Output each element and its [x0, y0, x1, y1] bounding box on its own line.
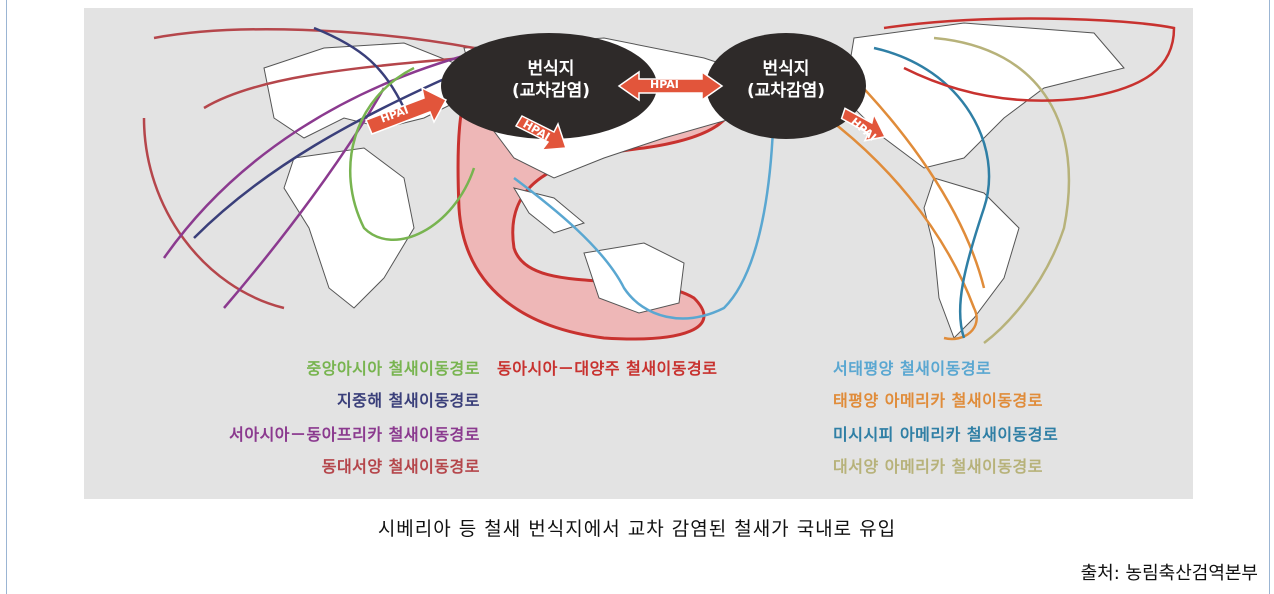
- arctic-flyway-line: [883, 17, 1176, 102]
- legend-central-asia: 중앙아시아 철새이동경로: [306, 359, 480, 378]
- breeding-ground-hub-right: [706, 33, 866, 139]
- east-atlantic-flyway-line: [142, 28, 475, 310]
- central-asia-flyway-line: [349, 66, 476, 241]
- hub-left-line1: 번식지: [527, 59, 575, 79]
- hpai-arrow-europe: [365, 86, 448, 135]
- hub-right-label: 번식지 (교차감염): [716, 58, 856, 102]
- flyway-map: 번식지 (교차감염) 번식지 (교차감염) HPAI HPAI HPAI HPA…: [84, 8, 1193, 499]
- legend-east-asia-australasia: 동아시아－대양주 철새이동경로: [497, 359, 718, 378]
- figure-caption: 시베리아 등 철새 번식지에서 교차 감염된 철새가 국내로 유입: [377, 518, 897, 540]
- world-map-svg: [142, 17, 1176, 344]
- atlantic-americas-flyway-line: [933, 36, 1071, 344]
- legend-mediterranean: 지중해 철새이동경로: [336, 391, 480, 410]
- hpai-arrow-asia: [514, 115, 568, 151]
- west-pacific-flyway-line: [513, 82, 776, 320]
- hub-left-line2: (교차감염): [511, 81, 591, 101]
- legend-mississippi-americas: 미시시피 아메리카 철새이동경로: [833, 425, 1059, 444]
- hub-left-label: 번식지 (교차감염): [476, 58, 626, 102]
- south-america-landmass: [923, 177, 1020, 339]
- europe-landmass: [263, 42, 465, 139]
- legend-pacific-americas: 태평양 아메리카 철새이동경로: [833, 391, 1044, 410]
- frame-right-border: [1269, 0, 1270, 594]
- hpai-double-arrow: [617, 70, 724, 102]
- hub-right-line2: (교차감염): [746, 81, 826, 101]
- legend-east-atlantic: 동대서양 철새이동경로: [321, 457, 480, 476]
- hpai-arrow-americas: [840, 107, 887, 142]
- pacific-americas-flyway-line: [813, 67, 986, 341]
- hpai-label-center: HPAI: [650, 78, 679, 91]
- legend-west-pacific: 서태평양 철새이동경로: [833, 359, 992, 378]
- legend-west-asia-east-africa: 서아시아－동아프리카 철새이동경로: [229, 425, 480, 444]
- legend-atlantic-americas: 대서양 아메리카 철새이동경로: [833, 457, 1044, 476]
- australia-landmass: [583, 242, 685, 314]
- africa-landmass: [283, 147, 415, 309]
- source-credit: 출처: 농림축산검역본부: [1080, 563, 1258, 584]
- hub-right-line1: 번식지: [762, 59, 810, 79]
- frame-left-border: [6, 0, 7, 594]
- mediterranean-flyway-line: [193, 26, 470, 239]
- mississippi-americas-flyway-line: [873, 46, 991, 339]
- breeding-ground-hub-left: [441, 33, 657, 139]
